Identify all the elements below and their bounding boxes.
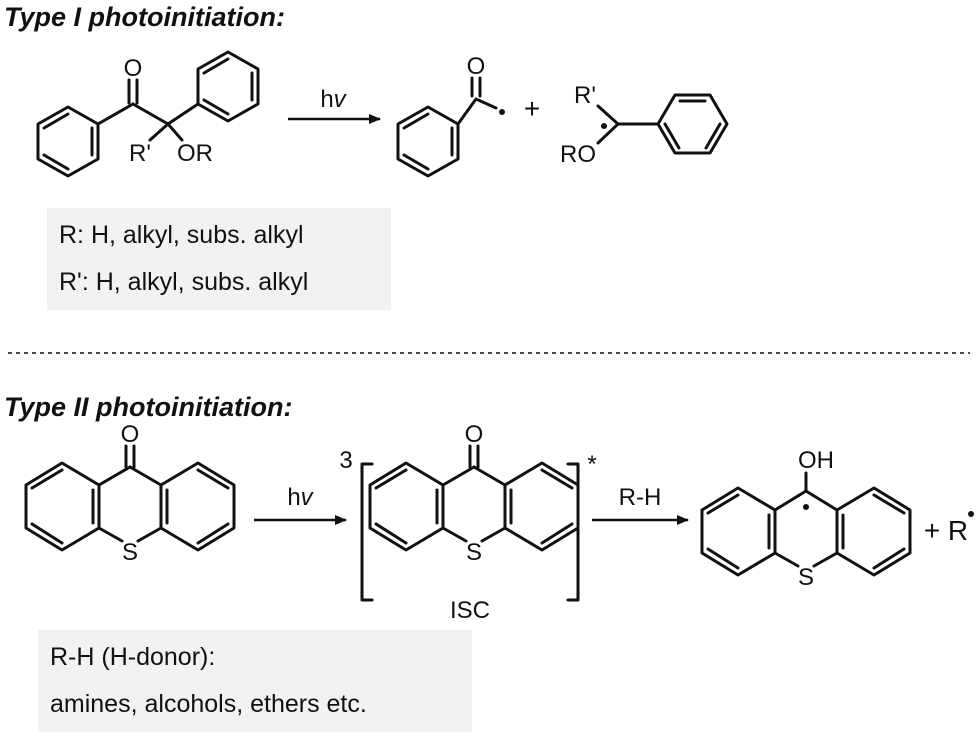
radical-dot-icon: [968, 511, 974, 517]
type2-note-examples: amines, alcohols, ethers etc.: [50, 690, 367, 718]
triplet-oxygen: O: [465, 421, 484, 448]
isc-label: ISC: [450, 597, 490, 624]
triplet-superscript: 3: [339, 447, 352, 474]
type1-notes: R: H, alkyl, subs. alkyl R': H, alkyl, s…: [47, 208, 391, 310]
type1-note-r: R: H, alkyl, subs. alkyl: [59, 221, 304, 249]
excited-star: *: [587, 451, 596, 478]
left-bracket: [360, 462, 374, 602]
type1-heading: Type I photoinitiation:: [4, 2, 285, 32]
reactant-r-prime: R': [129, 140, 151, 167]
radical-r-prime: R': [574, 82, 596, 109]
radical-dot-icon: [601, 123, 607, 129]
type1-product-benzoyl-radical: O: [396, 53, 505, 178]
type1-reactant-benzoin-ether: O R' OR: [36, 50, 260, 178]
radical-r: R: [948, 515, 968, 546]
type2-plus: +: [924, 515, 940, 546]
benzene-ring-right: [196, 50, 260, 123]
thioxanthone-sulfur: S: [122, 539, 138, 566]
right-bracket: [566, 462, 580, 602]
benzene-ring-left: [36, 105, 100, 178]
type2-reaction-arrow-hv: hv: [254, 484, 347, 525]
type2-notes: R-H (H-donor): amines, alcohols, ethers …: [38, 630, 472, 732]
product-sulfur: S: [798, 564, 814, 591]
reactant-carbonyl-oxygen: O: [124, 55, 143, 82]
hv-label: hv: [320, 86, 347, 113]
radical-dot-icon: [803, 504, 809, 510]
radical-dot-icon: [499, 109, 505, 115]
hydroxyl-group: OH: [798, 447, 834, 474]
type1-product-ketyl-radical: R' RO: [560, 82, 729, 168]
type1-note-rprime: R': H, alkyl, subs. alkyl: [59, 268, 309, 296]
hv-label: hv: [287, 484, 314, 511]
type1-plus: +: [524, 93, 540, 124]
triplet-sulfur: S: [466, 539, 482, 566]
type2-heading: Type II photoinitiation:: [4, 392, 293, 422]
type2-note-donor: R-H (H-donor):: [50, 643, 216, 671]
thioxanthone-oxygen: O: [121, 421, 140, 448]
type2-product-thioxanthydrol-radical: OH S: [700, 447, 912, 591]
benzoyl-oxygen: O: [467, 53, 486, 80]
rh-label: R-H: [619, 484, 662, 511]
reactant-or-group: OR: [177, 140, 213, 167]
radical-ro-group: RO: [560, 141, 596, 168]
type2-reaction-arrow-rh: R-H: [592, 484, 689, 525]
type2-triplet-state: 3 * O S ISC: [339, 421, 596, 624]
type2-reactant-thioxanthone: O S: [24, 421, 236, 566]
type1-reaction-arrow: hv: [288, 86, 381, 124]
